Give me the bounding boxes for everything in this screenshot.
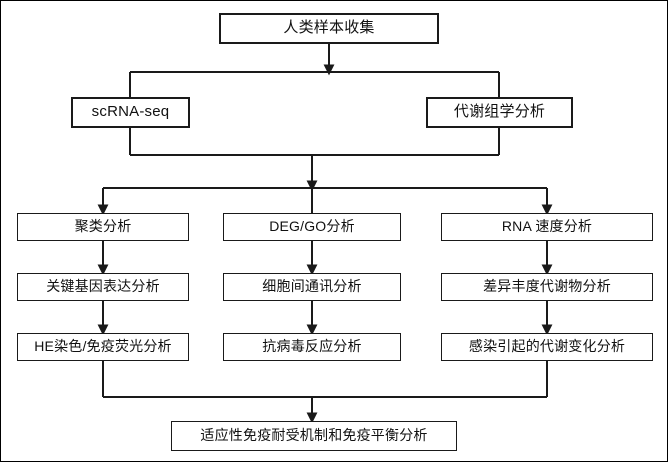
node-metabolomics-label: 代谢组学分析 xyxy=(453,103,546,121)
node-antiviral-response-analysis[interactable]: 抗病毒反应分析 xyxy=(223,333,401,361)
node-differential-abundance-metabolite-analysis[interactable]: 差异丰度代谢物分析 xyxy=(441,273,653,301)
node-key-gene-expression-analysis[interactable]: 关键基因表达分析 xyxy=(17,273,189,301)
node-final-outcome-label: 适应性免疫耐受机制和免疫平衡分析 xyxy=(200,427,428,444)
node-root[interactable]: 人类样本收集 xyxy=(219,13,439,44)
node-he-staining-immunofluorescence-analysis-label: HE染色/免疫荧光分析 xyxy=(34,338,172,355)
node-root-label: 人类样本收集 xyxy=(283,19,375,37)
node-cell-cell-communication-analysis-label: 细胞间通讯分析 xyxy=(262,278,362,295)
node-deg-go-analysis-label: DEG/GO分析 xyxy=(269,218,355,235)
node-key-gene-expression-analysis-label: 关键基因表达分析 xyxy=(46,278,160,295)
node-clustering-analysis[interactable]: 聚类分析 xyxy=(17,213,189,241)
node-rna-velocity-analysis[interactable]: RNA 速度分析 xyxy=(441,213,653,241)
node-clustering-analysis-label: 聚类分析 xyxy=(74,218,132,235)
node-rna-velocity-analysis-label: RNA 速度分析 xyxy=(501,218,593,235)
node-he-staining-immunofluorescence-analysis[interactable]: HE染色/免疫荧光分析 xyxy=(17,333,189,361)
node-deg-go-analysis[interactable]: DEG/GO分析 xyxy=(223,213,401,241)
node-antiviral-response-analysis-label: 抗病毒反应分析 xyxy=(262,338,362,355)
node-cell-cell-communication-analysis[interactable]: 细胞间通讯分析 xyxy=(223,273,401,301)
node-scrna-seq[interactable]: scRNA-seq xyxy=(71,97,190,128)
node-infection-metabolic-change-analysis-label: 感染引起的代谢变化分析 xyxy=(468,338,626,355)
node-differential-abundance-metabolite-analysis-label: 差异丰度代谢物分析 xyxy=(483,278,611,295)
node-metabolomics[interactable]: 代谢组学分析 xyxy=(426,97,573,128)
node-infection-metabolic-change-analysis[interactable]: 感染引起的代谢变化分析 xyxy=(441,333,653,361)
node-final-outcome[interactable]: 适应性免疫耐受机制和免疫平衡分析 xyxy=(171,421,457,451)
node-scrna-seq-label: scRNA-seq xyxy=(91,103,170,121)
